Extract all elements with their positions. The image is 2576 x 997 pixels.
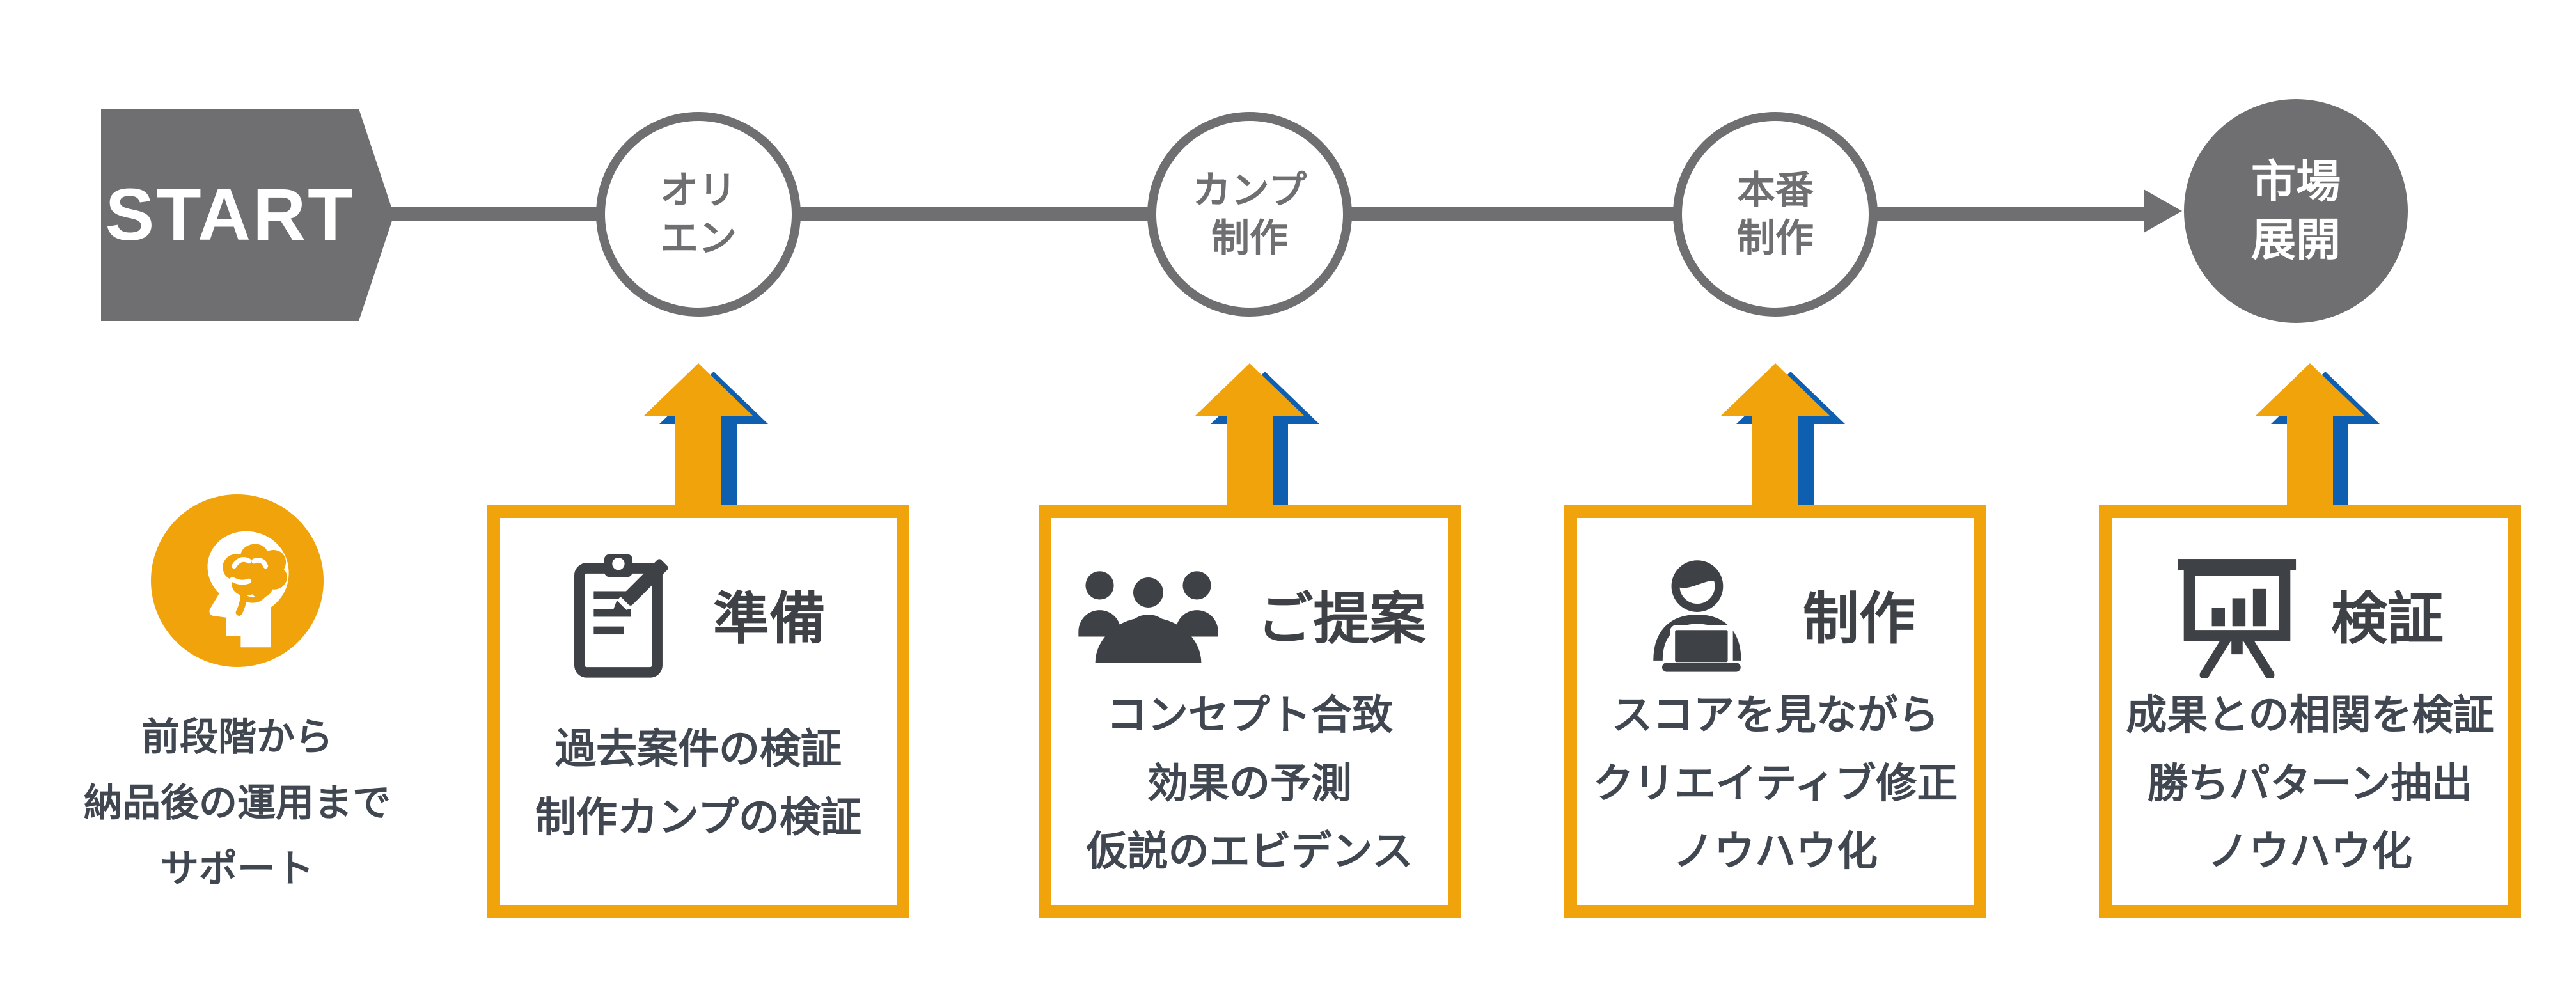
card-body: 過去案件の検証 制作カンプの検証 (500, 680, 897, 905)
card-line: コンセプト合致 (1106, 691, 1393, 738)
card-body: 成果との相関を検証 勝ちパターン抽出 ノウハウ化 (2112, 680, 2508, 905)
support-line: 前段階から (141, 716, 333, 758)
right-arrowhead-icon (2144, 189, 2182, 233)
step-label-line: カンプ (1192, 169, 1307, 212)
up-arrow-icon (644, 363, 768, 505)
card-body: コンセプト合致 効果の予測 仮説のエビデンス (1051, 680, 1448, 905)
support-text: 前段階から 納品後の運用まで サポート (84, 704, 391, 902)
card-line: 制作カンプの検証 (535, 794, 862, 840)
presentation-chart-icon (2176, 551, 2298, 678)
step-label-line: 展開 (2251, 215, 2341, 265)
card-line: 勝ちパターン抽出 (2147, 760, 2473, 806)
card-verification: 検証 成果との相関を検証 勝ちパターン抽出 ノウハウ化 (2099, 505, 2521, 918)
up-arrow-icon (1721, 363, 1845, 505)
step-label-line: 制作 (1211, 217, 1288, 260)
card-production: 制作 スコアを見ながら クリエイティブ修正 ノウハウ化 (1564, 505, 1986, 918)
card-title: ご提案 (1257, 587, 1426, 650)
card-header: ご提案 (1051, 549, 1448, 680)
card-header: 検証 (2112, 549, 2508, 680)
card-header: 制作 (1577, 549, 1974, 680)
step-label-line: 本番 (1737, 169, 1814, 212)
step-circle-final-production: 本番 制作 (1673, 112, 1878, 317)
card-line: ノウハウ化 (1673, 828, 1878, 875)
card-line: クリエイティブ修正 (1592, 760, 1958, 806)
start-label: START (105, 174, 355, 256)
card-title: 検証 (2330, 587, 2444, 650)
card-proposal: ご提案 コンセプト合致 効果の予測 仮説のエビデンス (1039, 505, 1461, 918)
step-label-line: 市場 (2251, 157, 2341, 207)
start-chevron: START (101, 109, 394, 321)
support-line: 納品後の運用まで (84, 781, 391, 825)
card-line: スコアを見ながら (1612, 691, 1939, 738)
card-line: 仮説のエビデンス (1086, 828, 1413, 875)
person-laptop-icon (1635, 555, 1770, 674)
step-label-line: 制作 (1737, 217, 1814, 260)
card-line: 過去案件の検証 (555, 726, 842, 773)
card-header: 準備 (500, 549, 897, 680)
step-circle-market-launch: 市場 展開 (2184, 99, 2408, 323)
up-arrow-icon (1195, 363, 1319, 505)
step-label-line: エン (660, 217, 737, 260)
card-body: スコアを見ながら クリエイティブ修正 ノウハウ化 (1577, 680, 1974, 905)
card-line: ノウハウ化 (2208, 828, 2412, 875)
support-line: サポート (161, 847, 314, 891)
step-circle-comp-production: カンプ 制作 (1147, 112, 1352, 317)
support-note: 前段階から 納品後の運用まで サポート (33, 494, 442, 902)
step-circle-orientation: オリ エン (596, 112, 801, 317)
head-brain-icon (151, 494, 324, 667)
card-preparation: 準備 過去案件の検証 制作カンプの検証 (487, 505, 909, 918)
card-title: 準備 (712, 587, 826, 650)
up-arrow-icon (2256, 363, 2380, 505)
step-label-line: オリ (660, 169, 737, 212)
meeting-icon (1073, 566, 1223, 663)
card-line: 効果の予測 (1147, 760, 1352, 806)
card-line: 成果との相関を検証 (2126, 691, 2494, 738)
clipboard-pencil-icon (571, 551, 680, 679)
card-title: 制作 (1802, 587, 1915, 650)
